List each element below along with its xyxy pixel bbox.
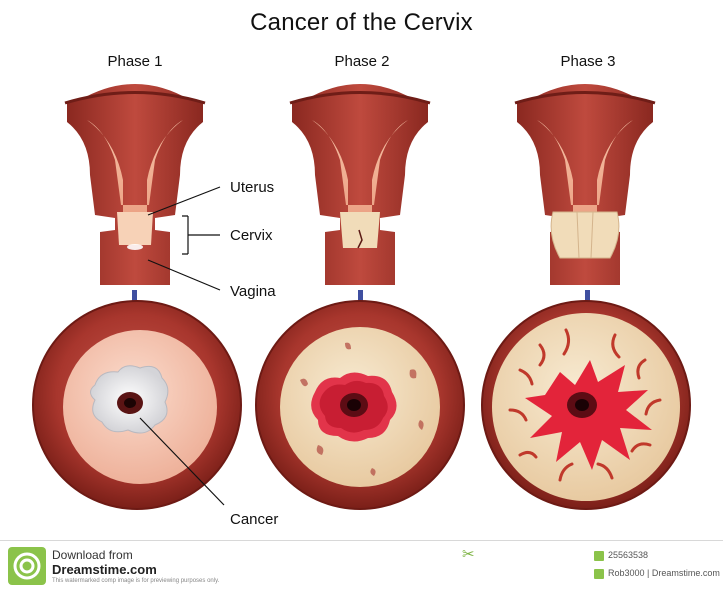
- diagram-illustration: [32, 84, 691, 510]
- dreamstime-logo-icon: [8, 547, 46, 585]
- stock-id: 25563538: [608, 550, 649, 560]
- phase-2-label: Phase 2: [334, 53, 390, 70]
- label-cancer: Cancer: [230, 511, 279, 528]
- cervix-view-phase-3: [481, 300, 691, 510]
- label-pointers: [147, 186, 221, 291]
- author-credit: Rob3000 | Dreamstime.com: [608, 568, 720, 578]
- phase-1-label: Phase 1: [107, 53, 163, 70]
- id-icon: [594, 551, 604, 561]
- footer-bar: Download from Dreamstime.com This waterm…: [0, 540, 723, 593]
- cervix-view-phase-1: [32, 300, 242, 510]
- download-from-text: Download from: [52, 548, 133, 562]
- label-uterus: Uterus: [230, 179, 275, 196]
- diagram-title: Cancer of the Cervix: [250, 9, 473, 36]
- author-icon: [594, 569, 604, 579]
- cervix-view-phase-2: [255, 300, 465, 510]
- site-name[interactable]: Dreamstime.com: [52, 562, 157, 577]
- uterus-phase-2: [289, 84, 431, 285]
- watermark-notice: This watermarked comp image is for previ…: [52, 578, 220, 584]
- label-vagina: Vagina: [230, 283, 276, 300]
- cancer-pointer-line: [139, 417, 225, 506]
- uterus-phase-3: [514, 84, 656, 285]
- uterus-phase-1: [64, 84, 206, 285]
- phase-3-label: Phase 3: [560, 53, 616, 70]
- scissors-icon: ✂: [462, 546, 475, 563]
- label-cervix: Cervix: [230, 227, 273, 244]
